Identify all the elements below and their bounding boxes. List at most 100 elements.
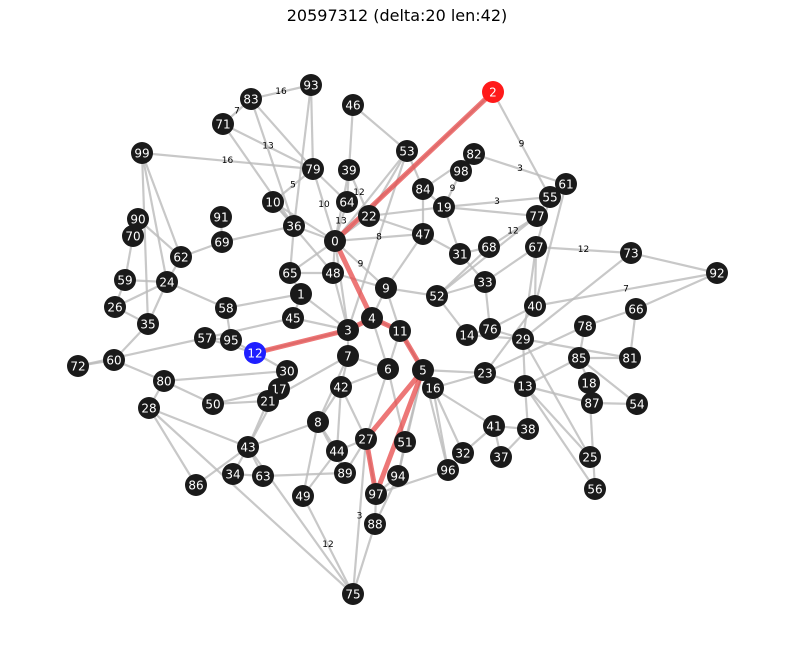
node-28: 28 <box>138 397 160 419</box>
edge-83-36 <box>249 98 296 227</box>
edge-8-49 <box>301 421 320 497</box>
node-label: 95 <box>223 334 238 348</box>
edge-weight-label: 3 <box>357 512 363 522</box>
node-circle <box>449 243 471 265</box>
node-circle <box>452 442 474 464</box>
node-circle <box>211 231 233 253</box>
node-48: 48 <box>322 262 344 284</box>
edge-weight-label: 7 <box>623 285 629 295</box>
node-circle <box>252 465 274 487</box>
edge-0-53 <box>334 150 408 242</box>
node-66: 66 <box>625 298 647 320</box>
node-circle <box>240 88 262 110</box>
node-circle <box>479 318 501 340</box>
node-circle <box>283 215 305 237</box>
edge-41-16 <box>432 387 495 427</box>
node-6: 6 <box>377 358 399 380</box>
node-label: 57 <box>197 332 212 346</box>
edge-58-1 <box>225 292 302 310</box>
node-circle <box>326 440 348 462</box>
node-60: 60 <box>103 349 125 371</box>
node-label: 8 <box>314 416 322 430</box>
node-circle <box>574 315 596 337</box>
node-53: 53 <box>396 140 418 162</box>
node-47: 47 <box>412 223 434 245</box>
path-edge-4-0 <box>332 238 375 321</box>
edge-99-35 <box>140 152 150 325</box>
node-59: 59 <box>114 269 136 291</box>
node-circle <box>482 81 504 103</box>
node-label: 59 <box>117 274 132 288</box>
node-91: 91 <box>210 206 232 228</box>
node-31: 31 <box>449 243 471 265</box>
node-9: 9 <box>375 277 397 299</box>
node-label: 92 <box>709 267 724 281</box>
node-label: 49 <box>295 490 310 504</box>
node-circle <box>387 465 409 487</box>
node-27: 27 <box>355 428 377 450</box>
node-circle <box>244 342 266 364</box>
node-circle <box>394 431 416 453</box>
node-circle <box>220 329 242 351</box>
node-label: 54 <box>629 398 644 412</box>
edge-75-28 <box>148 407 354 595</box>
node-38: 38 <box>517 418 539 440</box>
edge-8-43 <box>247 420 319 449</box>
node-52: 52 <box>426 285 448 307</box>
node-97: 97 <box>365 483 387 505</box>
node-33: 33 <box>474 271 496 293</box>
node-23: 23 <box>474 362 496 384</box>
node-circle <box>483 415 505 437</box>
edge-19-55 <box>443 195 551 209</box>
node-98: 98 <box>450 160 472 182</box>
node-label: 3 <box>344 324 352 338</box>
node-79: 79 <box>302 158 324 180</box>
node-circle <box>478 236 500 258</box>
edge-54-85 <box>578 357 638 405</box>
node-29: 29 <box>512 328 534 350</box>
edge-71-79 <box>222 123 314 170</box>
edge-73-92 <box>630 251 718 275</box>
node-circle <box>185 474 207 496</box>
node-label: 73 <box>623 247 638 261</box>
node-label: 71 <box>215 118 230 132</box>
node-circle <box>365 483 387 505</box>
node-label: 86 <box>188 479 203 493</box>
node-circle <box>307 411 329 433</box>
node-19: 19 <box>433 196 455 218</box>
node-circle <box>412 223 434 245</box>
node-label: 97 <box>368 488 383 502</box>
edge-80-30 <box>163 369 288 383</box>
node-85: 85 <box>568 347 590 369</box>
node-36: 36 <box>283 215 305 237</box>
node-61: 61 <box>555 173 577 195</box>
node-label: 76 <box>482 323 497 337</box>
node-1: 1 <box>290 283 312 305</box>
node-32: 32 <box>452 442 474 464</box>
node-circle <box>334 462 356 484</box>
node-circle <box>619 347 641 369</box>
node-75: 75 <box>342 583 364 605</box>
node-21: 21 <box>257 390 279 412</box>
node-label: 0 <box>331 235 339 249</box>
node-label: 80 <box>156 375 171 389</box>
edge-71-36 <box>222 123 295 227</box>
node-82: 82 <box>463 143 485 165</box>
node-label: 65 <box>282 267 297 281</box>
node-label: 33 <box>477 276 492 290</box>
node-35: 35 <box>137 313 159 335</box>
path-edge-5-97 <box>373 367 426 497</box>
node-label: 22 <box>361 210 376 224</box>
node-label: 77 <box>529 210 544 224</box>
node-label: 48 <box>325 267 340 281</box>
edge-46-53 <box>352 104 408 152</box>
edge-83-79 <box>250 98 314 170</box>
node-94: 94 <box>387 465 409 487</box>
node-label: 28 <box>141 402 156 416</box>
node-label: 29 <box>515 333 530 347</box>
edge-weight-label: 12 <box>507 227 518 237</box>
node-circle <box>474 362 496 384</box>
node-3: 3 <box>337 319 359 341</box>
node-label: 69 <box>214 236 229 250</box>
